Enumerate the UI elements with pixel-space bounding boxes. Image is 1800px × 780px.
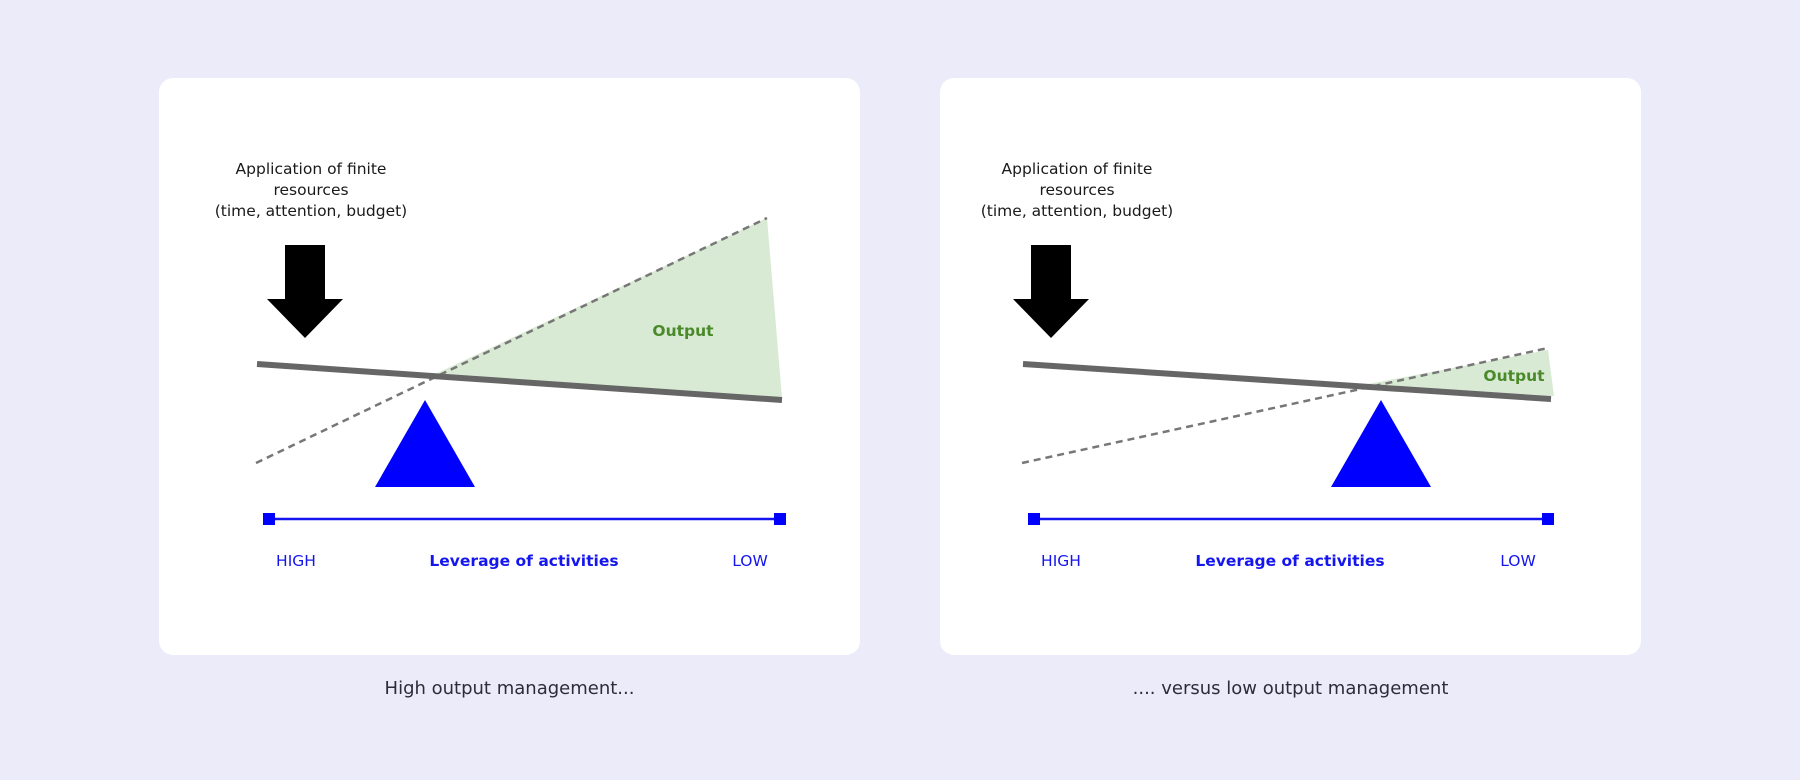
output-label: Output (1483, 367, 1545, 385)
diagram-panel-high-output: Application of finite resources (time, a… (159, 78, 860, 655)
lever-beam (1022, 361, 1552, 402)
output-area (1368, 350, 1554, 396)
scale-title: Leverage of activities (429, 552, 618, 570)
down-arrow-icon (1013, 245, 1089, 338)
scale-high-label: HIGH (1041, 552, 1081, 570)
output-label: Output (652, 322, 714, 340)
output-area (431, 218, 782, 398)
diagram-panel-low-output: Application of finite resources (time, a… (940, 78, 1641, 655)
scale-high-label: HIGH (276, 552, 316, 570)
lever-beam (256, 361, 783, 403)
resources-label-line-2: resources (273, 181, 348, 199)
resources-label-line-3: (time, attention, budget) (981, 202, 1173, 220)
caption-high-output: High output management... (384, 678, 635, 699)
scale-end-marker-icon (774, 513, 786, 525)
scale-title: Leverage of activities (1195, 552, 1384, 570)
caption-low-output: .... versus low output management (1132, 678, 1449, 699)
resources-label-line-1: Application of finite (1002, 160, 1153, 178)
output-dashed-line (1021, 346, 1549, 465)
scale-low-label: LOW (732, 552, 768, 570)
fulcrum-triangle-icon (375, 400, 475, 487)
resources-label-line-3: (time, attention, budget) (215, 202, 407, 220)
low-output-diagram: Application of finite resources (time, a… (981, 160, 1554, 570)
fulcrum-triangle-icon (1331, 400, 1431, 487)
scale-start-marker-icon (1028, 513, 1040, 525)
scale-start-marker-icon (263, 513, 275, 525)
high-output-diagram: Application of finite resources (time, a… (215, 160, 786, 570)
scale-low-label: LOW (1500, 552, 1536, 570)
scale-end-marker-icon (1542, 513, 1554, 525)
down-arrow-icon (267, 245, 343, 338)
resources-label-line-2: resources (1039, 181, 1114, 199)
output-dashed-line (255, 216, 768, 465)
resources-label-line-1: Application of finite (236, 160, 387, 178)
